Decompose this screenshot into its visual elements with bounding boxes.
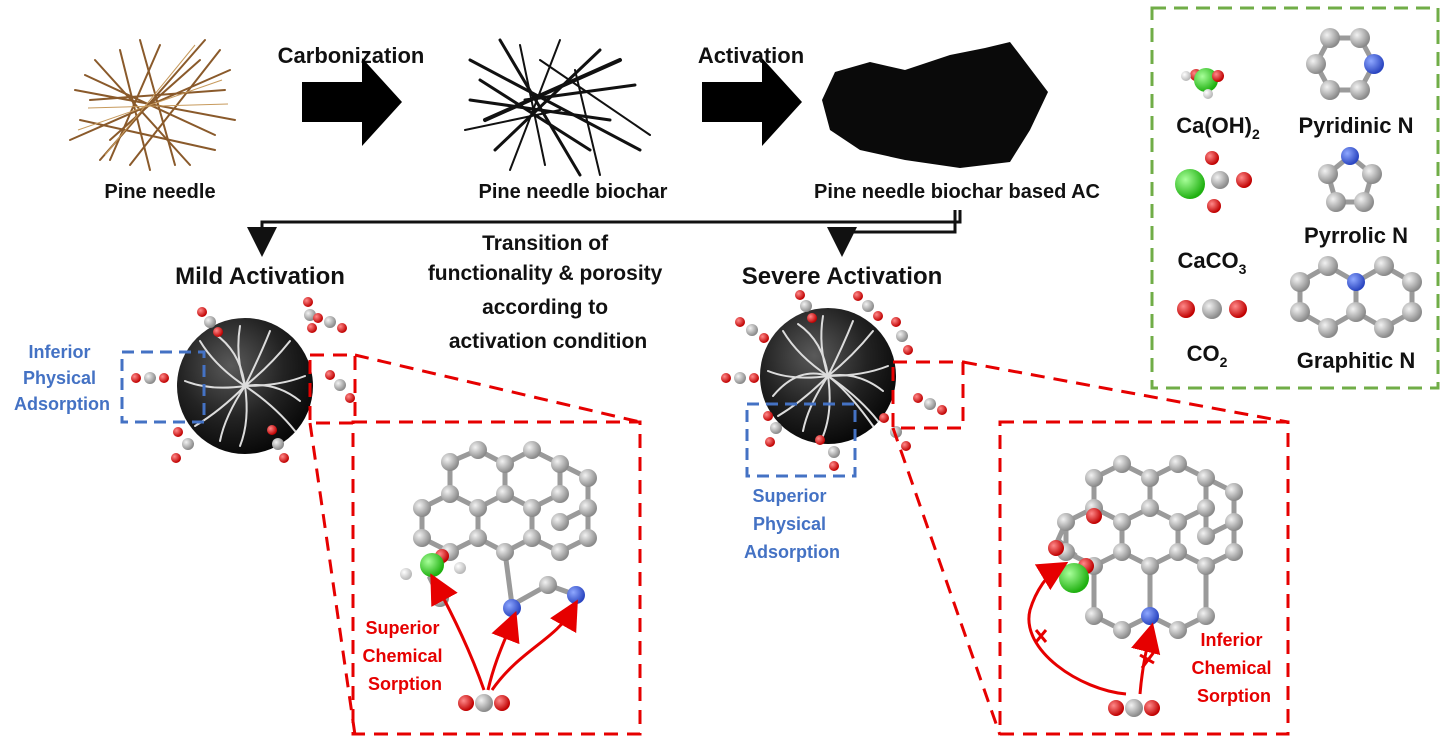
graphitic-n-label: Graphitic N (1297, 348, 1416, 373)
pyrrolic-n-label: Pyrrolic N (1304, 223, 1408, 248)
mild-zoom-lines (308, 353, 641, 736)
severe-physical-box (745, 402, 857, 478)
severe-particle (721, 290, 947, 471)
severe-zoom-box (998, 420, 1290, 736)
mild-activation-title: Mild Activation (175, 263, 345, 290)
caco3-icon (1175, 151, 1252, 213)
graphitic-n-icon (1290, 256, 1422, 338)
pyridinic-n-label: Pyridinic N (1299, 113, 1414, 138)
activated-carbon-image (822, 42, 1048, 168)
mild-chemical-label: Superior Chemical Sorption (362, 618, 447, 694)
mild-physical-box (120, 350, 206, 424)
transition-text: Transition of functionality & porosity a… (428, 232, 668, 353)
biochar-label: Pine needle biochar (479, 181, 668, 203)
caco3-label: CaCO3 (1178, 248, 1247, 277)
pine-needle-image (69, 39, 236, 171)
carbonization-label: Carbonization (278, 43, 425, 68)
co2-label: CO2 (1187, 341, 1228, 370)
pine-needle-label: Pine needle (104, 181, 215, 203)
activated-carbon-label: Pine needle biochar based AC (814, 181, 1100, 203)
biochar-image (464, 38, 651, 177)
pyridinic-n-icon (1306, 28, 1384, 100)
co2-icon (1177, 299, 1247, 319)
severe-zoom-lines (891, 360, 1289, 736)
caoh2-icon (1181, 68, 1224, 99)
caoh2-label: Ca(OH)2 (1176, 113, 1260, 142)
pyrrolic-n-icon (1318, 147, 1382, 212)
mild-particle (131, 297, 355, 463)
mild-molecule (400, 441, 597, 712)
activation-arrow (702, 58, 802, 146)
mild-zoom-box (351, 420, 642, 736)
severe-activation-title: Severe Activation (742, 263, 943, 290)
severe-physical-label: Superior Physical Adsorption (744, 486, 840, 562)
mild-physical-label: Inferior Physical Adsorption (14, 342, 110, 414)
severe-chemical-label: Inferior Chemical Sorption (1191, 630, 1276, 706)
severe-molecule (1027, 455, 1243, 717)
carbonization-arrow (302, 58, 402, 146)
activation-label: Activation (698, 43, 804, 68)
legend-box (1150, 6, 1440, 390)
branch-connector (247, 210, 962, 257)
